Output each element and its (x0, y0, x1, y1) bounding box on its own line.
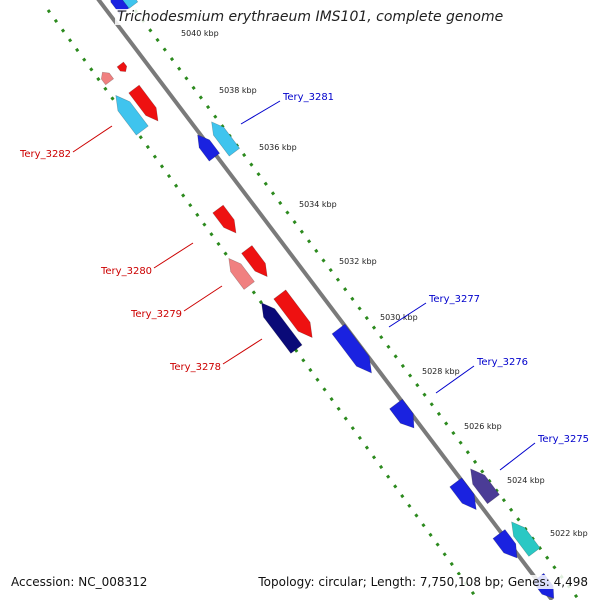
gene-label-leader (388, 302, 427, 328)
blue-feature[interactable] (192, 131, 221, 162)
genome-summary-text: Topology: circular; Length: 7,750,108 bp… (256, 575, 590, 589)
gene-label-leader (499, 442, 536, 471)
gene-label[interactable]: Tery_3277 (428, 294, 480, 305)
gene-label[interactable]: Tery_3275 (537, 434, 589, 445)
cyan-feature[interactable] (110, 91, 149, 136)
gene-label[interactable]: Tery_3280 (100, 266, 152, 277)
teal-feature[interactable] (506, 518, 541, 557)
navy-feature[interactable] (256, 299, 303, 354)
tick-row-2 (133, 9, 581, 600)
gene-label-leader (183, 285, 223, 312)
blue-feature[interactable] (492, 529, 523, 563)
red-feature[interactable] (241, 245, 273, 281)
gene-label[interactable]: Tery_3281 (282, 92, 334, 103)
gene-label[interactable]: Tery_3276 (476, 357, 528, 368)
scale-tick-label: 5028 kbp (422, 367, 460, 376)
genome-title: Trichodesmium erythraeum IMS101, complet… (115, 9, 506, 25)
blue-feature[interactable] (449, 477, 482, 514)
red-feature[interactable] (212, 204, 241, 237)
accession-text: Accession: NC_008312 (9, 575, 150, 589)
genome-backbone (96, 0, 554, 600)
scale-tick-label: 5026 kbp (464, 422, 502, 431)
scale-tick-label: 5024 kbp (507, 476, 545, 485)
scale-tick-label: 5030 kbp (380, 313, 418, 322)
scale-tick-label: 5040 kbp (181, 29, 219, 38)
purple-feature[interactable] (465, 464, 500, 505)
pink-feature[interactable] (98, 69, 115, 86)
scale-tick-labels: 5040 kbp 5038 kbp 5036 kbp 5034 kbp 5032 kbp… (181, 29, 588, 538)
blue-feature[interactable] (389, 398, 421, 433)
scale-tick-label: 5032 kbp (339, 257, 377, 266)
scale-tick-label: 5036 kbp (259, 143, 297, 152)
red-feature[interactable] (273, 289, 318, 342)
gene-label-leader (435, 365, 475, 394)
scale-tick-label: 5038 kbp (219, 86, 257, 95)
gene-labels: Tery_3281Tery_3282Tery_3280Tery_3279Tery… (19, 92, 589, 471)
cyan-feature[interactable] (206, 118, 241, 157)
gene-label[interactable]: Tery_3278 (169, 362, 221, 373)
red-feature[interactable] (128, 84, 163, 125)
gene-label[interactable]: Tery_3279 (130, 309, 182, 320)
blue-feature[interactable] (331, 323, 378, 378)
gene-label-leader (222, 338, 263, 365)
pink-feature[interactable] (224, 255, 255, 290)
gene-label-leader (240, 100, 281, 125)
gene-label[interactable]: Tery_3282 (19, 149, 71, 160)
gene-label-leader (153, 242, 194, 269)
red-feature[interactable] (116, 61, 129, 74)
gene-label-leader (72, 125, 113, 153)
scale-tick-label: 5034 kbp (299, 200, 337, 209)
scale-tick-label: 5022 kbp (550, 529, 588, 538)
cyan-feature[interactable] (118, 0, 139, 9)
